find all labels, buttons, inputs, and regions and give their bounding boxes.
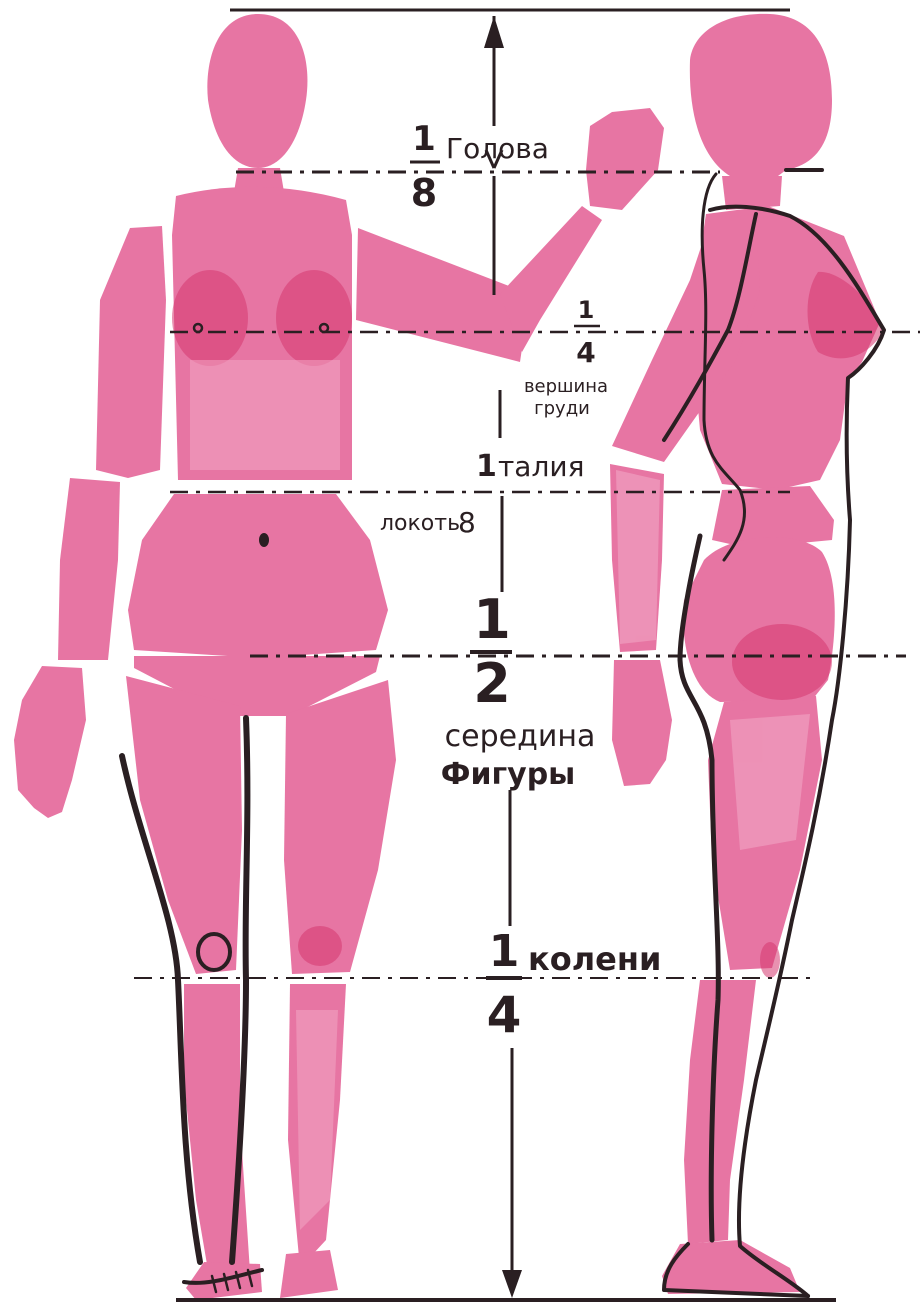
front-head: [207, 14, 307, 168]
front-right-forearm: [58, 478, 120, 660]
label-head-word: Голова: [446, 132, 549, 165]
front-left-foot: [280, 1250, 338, 1298]
label-waist-den: 8: [458, 506, 476, 539]
label-elbow-word: локоть: [380, 511, 460, 536]
side-hand: [612, 660, 672, 786]
front-torso-highlight: [190, 360, 340, 470]
front-left-forearm: [500, 206, 602, 352]
arrow-up-head: [484, 16, 504, 48]
side-forearm-highlight: [616, 470, 660, 644]
side-breast: [808, 272, 885, 358]
label-middle-line2: Фигуры: [441, 757, 576, 792]
label-waist: 1 талия локоть 8: [380, 449, 584, 539]
label-waist-word: талия: [498, 450, 584, 483]
label-chest-line1: вершина: [524, 376, 608, 397]
front-kneecap-left: [298, 926, 342, 966]
front-left-thigh: [284, 680, 396, 974]
side-head: [690, 14, 832, 176]
label-middle: 1 2 середина Фигуры: [441, 588, 596, 792]
label-head: 1 8 Голова: [410, 119, 549, 215]
label-knee-num: 1: [489, 926, 520, 977]
side-buttock: [732, 624, 832, 700]
label-head-den: 8: [411, 171, 437, 215]
side-knee: [760, 942, 780, 978]
arrow-down-bottom: [502, 1270, 522, 1298]
label-knee-den: 4: [487, 986, 522, 1044]
front-right-hand: [14, 666, 86, 818]
label-chest-num: 1: [578, 296, 595, 324]
label-middle-den: 2: [473, 652, 511, 715]
front-right-thigh: [126, 676, 242, 974]
front-shin-highlight: [296, 1010, 338, 1230]
label-knee-word: колени: [528, 940, 661, 978]
front-breast-left: [276, 270, 352, 366]
label-head-num: 1: [412, 119, 436, 159]
side-shin: [684, 980, 756, 1244]
front-left-hand: [586, 108, 664, 210]
front-breast-right: [172, 270, 248, 366]
front-right-upper-arm: [96, 226, 166, 478]
label-middle-num: 1: [473, 588, 511, 651]
label-knee: 1 4 колени: [486, 926, 661, 1044]
label-middle-line1: середина: [445, 719, 596, 754]
label-chest-line2: груди: [534, 398, 590, 419]
front-hips: [128, 494, 388, 658]
front-navel: [259, 533, 269, 547]
label-chest-den: 4: [576, 336, 595, 369]
label-waist-num: 1: [476, 449, 497, 484]
